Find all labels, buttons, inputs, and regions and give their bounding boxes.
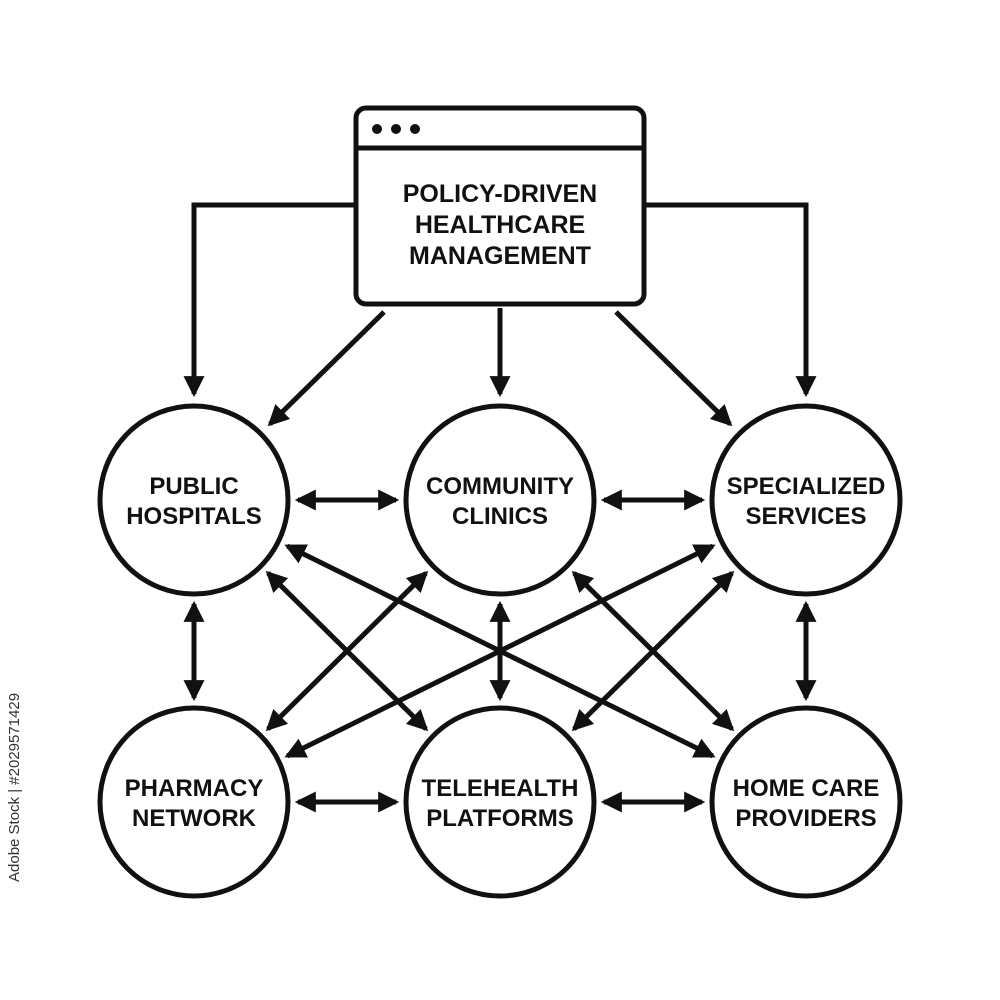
hub-label-line-2: HEALTHCARE bbox=[415, 211, 585, 239]
node-specialized-services: SPECIALIZED SERVICES bbox=[709, 403, 903, 597]
hub-arrow-to-specialized-services-diagonal bbox=[614, 310, 733, 427]
node-label-line-2: PROVIDERS bbox=[735, 805, 876, 832]
browser-window-icon bbox=[372, 124, 420, 134]
node-home-care-providers: HOME CARE PROVIDERS bbox=[709, 705, 903, 899]
hub-box: POLICY-DRIVEN HEALTHCARE MANAGEMENT bbox=[353, 105, 647, 307]
node-label-line-2: HOSPITALS bbox=[126, 503, 262, 530]
node-label-line-1: TELEHEALTH bbox=[422, 775, 579, 802]
node-label-line-1: PUBLIC bbox=[149, 473, 238, 500]
node-label-line-2: PLATFORMS bbox=[426, 805, 574, 832]
node-label-line-2: SERVICES bbox=[746, 503, 867, 530]
node-telehealth-platforms: TELEHEALTH PLATFORMS bbox=[403, 705, 597, 899]
hub-arrow-to-public-hospitals-elbow bbox=[183, 202, 356, 398]
stock-watermark: Adobe Stock | #2029571429 bbox=[6, 692, 23, 882]
hub-arrow-to-specialized-services-elbow bbox=[644, 202, 817, 398]
bidirectional-arrow-specialized-services-telehealth-platforms bbox=[571, 570, 735, 732]
hub-label-line-3: MANAGEMENT bbox=[409, 242, 591, 270]
node-label-line-2: NETWORK bbox=[132, 805, 257, 832]
node-label-line-2: CLINICS bbox=[452, 503, 548, 530]
node-community-clinics: COMMUNITY CLINICS bbox=[403, 403, 597, 597]
node-label-line-1: PHARMACY bbox=[125, 775, 264, 802]
node-label-line-1: SPECIALIZED bbox=[727, 473, 886, 500]
hub-label-line-1: POLICY-DRIVEN bbox=[403, 180, 597, 208]
node-pharmacy-network: PHARMACY NETWORK bbox=[97, 705, 291, 899]
node-label-line-1: COMMUNITY bbox=[426, 473, 574, 500]
hub-arrow-to-public-hospitals-diagonal bbox=[267, 310, 386, 427]
connections bbox=[183, 202, 817, 813]
node-label-line-1: HOME CARE bbox=[733, 775, 880, 802]
node-public-hospitals: PUBLIC HOSPITALS bbox=[97, 403, 291, 597]
